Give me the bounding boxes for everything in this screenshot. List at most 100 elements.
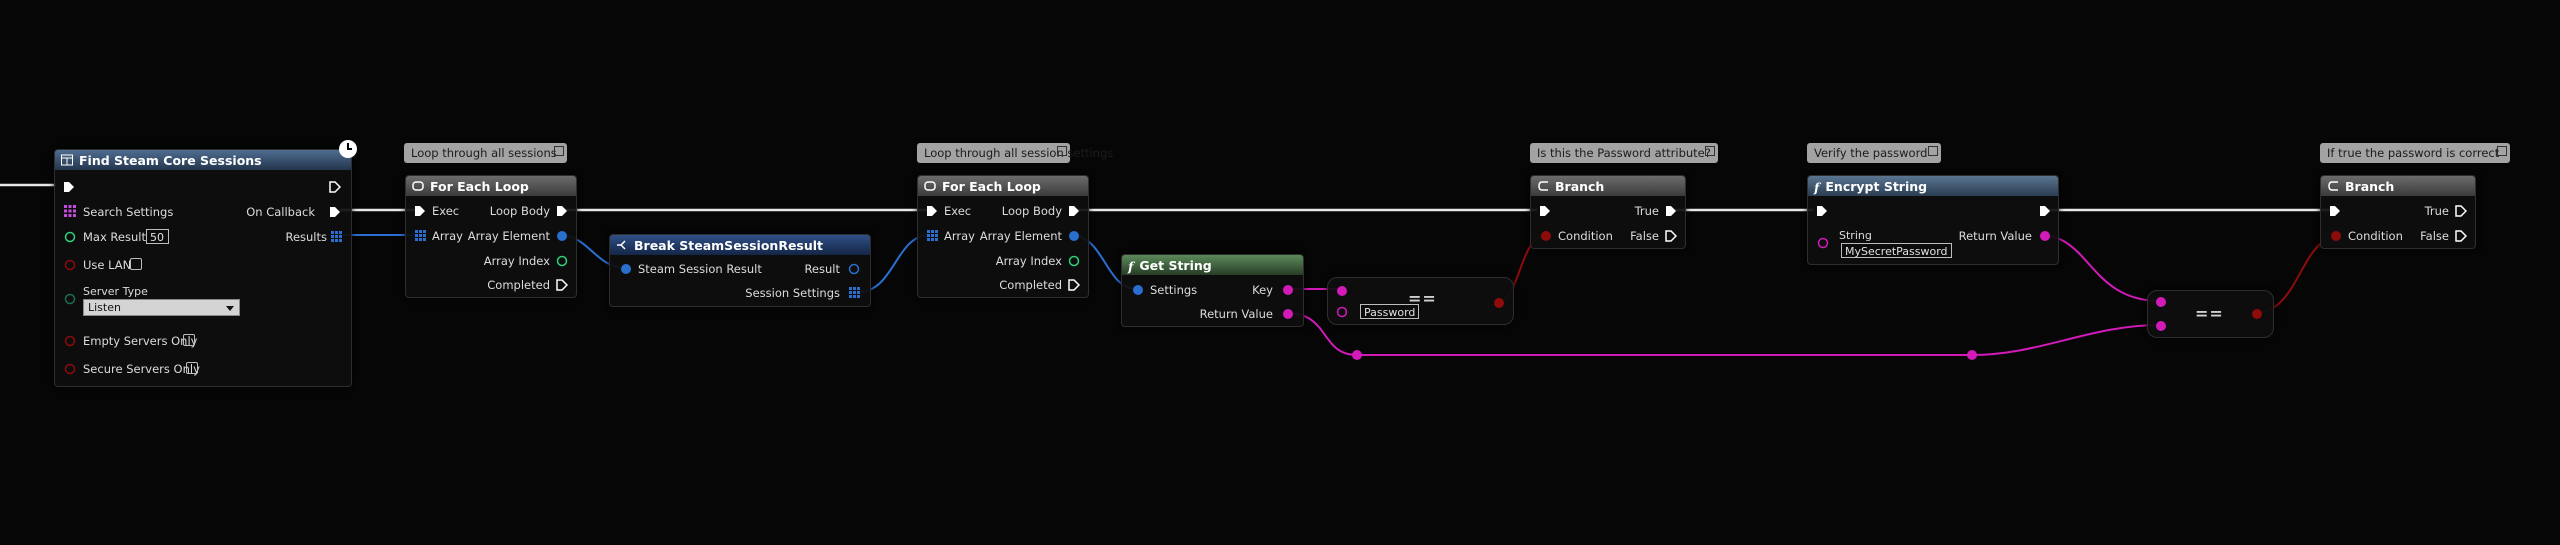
compare-value-input[interactable]: Password bbox=[1360, 304, 1420, 319]
completed-exec-pin[interactable] bbox=[1068, 279, 1080, 291]
comment-verify[interactable]: Verify the password bbox=[1807, 143, 1941, 163]
result-bool-pin[interactable] bbox=[2251, 308, 2263, 320]
array-index-pin[interactable] bbox=[556, 255, 568, 267]
comment-collapse-icon[interactable] bbox=[554, 146, 564, 156]
node-header: Branch bbox=[2321, 176, 2475, 196]
loop-body-exec-pin[interactable] bbox=[1068, 205, 1080, 217]
table-icon bbox=[61, 154, 73, 166]
array-pin[interactable] bbox=[927, 230, 938, 241]
comment-collapse-icon[interactable] bbox=[1057, 146, 1067, 156]
node-branch-1[interactable]: Branch True Condition False bbox=[1530, 175, 1686, 249]
operator-label: == bbox=[2195, 304, 2224, 323]
latent-clock-icon bbox=[339, 140, 357, 158]
loop-body-exec-pin[interactable] bbox=[556, 205, 568, 217]
on-callback-exec-pin[interactable] bbox=[329, 206, 341, 218]
use-lan-checkbox[interactable] bbox=[130, 258, 142, 270]
exec-in-pin[interactable] bbox=[63, 181, 75, 193]
exec-in-pin[interactable] bbox=[1539, 205, 1551, 217]
comment-loop-settings[interactable]: Loop through all session settings bbox=[917, 143, 1113, 163]
array-index-label: Array Index bbox=[995, 254, 1062, 268]
steam-session-result-pin[interactable] bbox=[620, 263, 632, 275]
node-branch-2[interactable]: Branch True Condition False bbox=[2320, 175, 2476, 249]
secure-servers-pin[interactable] bbox=[64, 363, 76, 375]
node-equal-string-1[interactable]: Password == bbox=[1327, 277, 1514, 325]
comment-collapse-icon[interactable] bbox=[1928, 146, 1938, 156]
exec-in-pin[interactable] bbox=[2329, 205, 2341, 217]
array-label: Array bbox=[432, 229, 463, 243]
node-title: For Each Loop bbox=[430, 178, 529, 194]
exec-in-pin[interactable] bbox=[926, 205, 938, 217]
node-break-steam-session-result[interactable]: Break SteamSessionResult Steam Session R… bbox=[609, 234, 871, 307]
return-value-pin[interactable] bbox=[2039, 230, 2051, 242]
array-element-pin[interactable] bbox=[1068, 230, 1080, 242]
node-find-steam-core-sessions[interactable]: Find Steam Core Sessions Search Settings… bbox=[54, 149, 352, 387]
completed-label: Completed bbox=[487, 278, 550, 292]
loop-icon bbox=[924, 181, 936, 191]
function-icon: f bbox=[1128, 259, 1134, 274]
exec-in-pin[interactable] bbox=[1816, 205, 1828, 217]
max-results-input[interactable]: 50 bbox=[146, 229, 169, 244]
comment-collapse-icon[interactable] bbox=[2497, 146, 2507, 156]
break-struct-icon bbox=[617, 240, 626, 250]
result-label: Result bbox=[804, 262, 840, 276]
array-element-pin[interactable] bbox=[556, 230, 568, 242]
max-results-label: Max Results bbox=[83, 230, 152, 244]
a-pin[interactable] bbox=[1336, 285, 1348, 297]
comment-text: Verify the password bbox=[1814, 146, 1928, 160]
node-get-string[interactable]: f Get String Settings Key Return Value bbox=[1121, 254, 1304, 327]
node-for-each-loop-1[interactable]: For Each Loop Exec Loop Body Array Array… bbox=[405, 175, 577, 298]
comment-loop-sessions[interactable]: Loop through all sessions bbox=[404, 143, 567, 163]
true-exec-pin[interactable] bbox=[1665, 205, 1677, 217]
array-index-pin[interactable] bbox=[1068, 255, 1080, 267]
session-settings-array-pin[interactable] bbox=[849, 287, 860, 298]
results-array-pin[interactable] bbox=[331, 231, 342, 242]
comment-is-password[interactable]: Is this the Password attribute? bbox=[1530, 143, 1718, 163]
server-type-label: Server Type bbox=[83, 285, 148, 298]
reroute-knot-1 bbox=[1352, 350, 1362, 360]
string-value-input[interactable]: MySecretPassword bbox=[1841, 243, 1952, 258]
true-exec-pin[interactable] bbox=[2455, 205, 2467, 217]
false-exec-pin[interactable] bbox=[1665, 230, 1677, 242]
server-type-select[interactable]: Listen bbox=[83, 299, 240, 316]
return-value-label: Return Value bbox=[1958, 229, 2032, 243]
result-pin[interactable] bbox=[848, 263, 860, 275]
server-type-value: Listen bbox=[88, 301, 121, 314]
node-for-each-loop-2[interactable]: For Each Loop Exec Loop Body Array Array… bbox=[917, 175, 1089, 298]
grid-settings-icon[interactable] bbox=[64, 205, 76, 217]
condition-pin[interactable] bbox=[2330, 230, 2342, 242]
string-pin[interactable] bbox=[1817, 237, 1829, 249]
array-pin[interactable] bbox=[415, 230, 426, 241]
exec-out-pin[interactable] bbox=[2039, 205, 2051, 217]
condition-label: Condition bbox=[1558, 229, 1613, 243]
use-lan-pin[interactable] bbox=[64, 259, 76, 271]
result-bool-pin[interactable] bbox=[1493, 297, 1505, 309]
condition-pin[interactable] bbox=[1540, 230, 1552, 242]
empty-servers-pin[interactable] bbox=[64, 335, 76, 347]
comment-if-correct[interactable]: If true the password is correct bbox=[2320, 143, 2510, 163]
max-results-pin[interactable] bbox=[64, 231, 76, 243]
comment-text: Is this the Password attribute? bbox=[1537, 146, 1711, 160]
b-pin[interactable] bbox=[1336, 306, 1348, 318]
comment-collapse-icon[interactable] bbox=[1705, 146, 1715, 156]
node-equal-string-2[interactable]: == bbox=[2147, 290, 2274, 338]
false-label: False bbox=[2420, 229, 2449, 243]
return-value-pin[interactable] bbox=[1282, 308, 1294, 320]
false-exec-pin[interactable] bbox=[2455, 230, 2467, 242]
exec-out-pin[interactable] bbox=[329, 181, 341, 193]
key-pin[interactable] bbox=[1282, 284, 1294, 296]
use-lan-label: Use LAN bbox=[83, 258, 132, 272]
return-value-label: Return Value bbox=[1199, 307, 1273, 321]
completed-exec-pin[interactable] bbox=[556, 279, 568, 291]
true-label: True bbox=[1634, 204, 1659, 218]
search-settings-label: Search Settings bbox=[83, 205, 174, 219]
secure-servers-checkbox[interactable] bbox=[186, 362, 198, 374]
exec-in-pin[interactable] bbox=[414, 205, 426, 217]
node-encrypt-string[interactable]: f Encrypt String String MySecretPassword… bbox=[1807, 175, 2059, 265]
node-header: f Encrypt String bbox=[1808, 176, 2058, 196]
settings-pin[interactable] bbox=[1132, 284, 1144, 296]
empty-servers-checkbox[interactable] bbox=[183, 334, 195, 346]
a-pin[interactable] bbox=[2155, 296, 2167, 308]
server-type-pin[interactable] bbox=[64, 293, 76, 305]
results-label: Results bbox=[285, 230, 327, 244]
b-pin[interactable] bbox=[2155, 320, 2167, 332]
